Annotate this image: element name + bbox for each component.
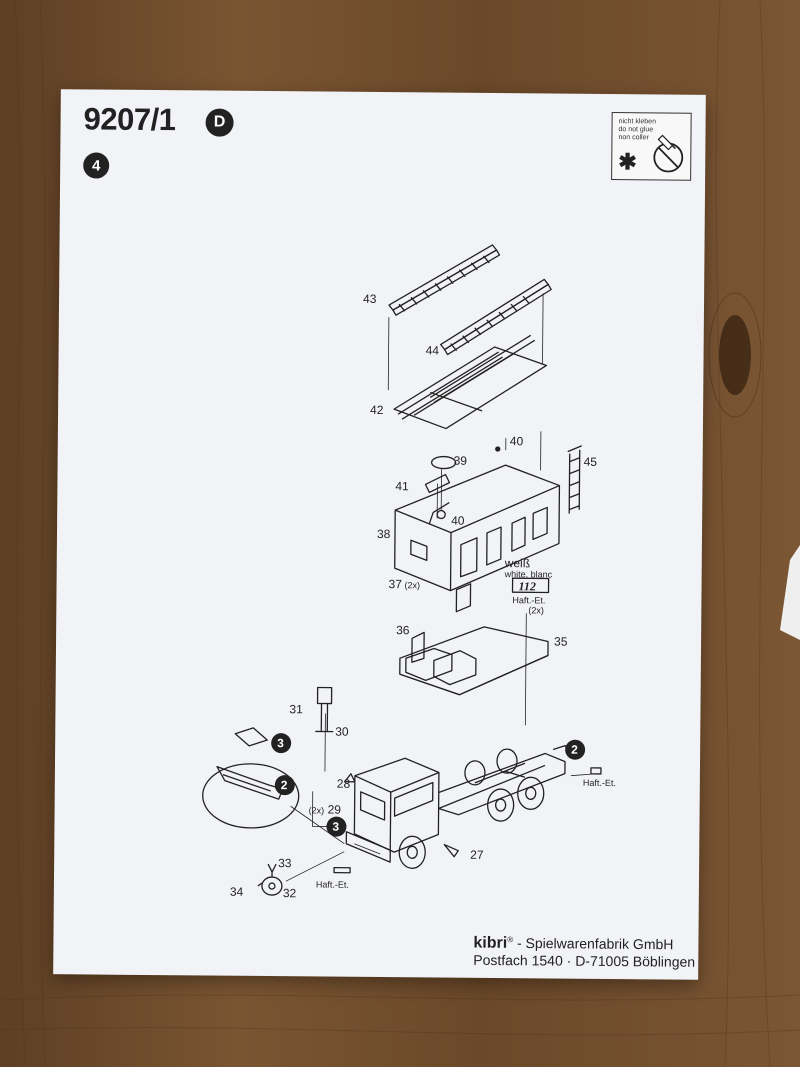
part-27: [443, 843, 459, 858]
instruction-sheet: 9207/1 D 4 nicht kleben do not glue non …: [53, 89, 706, 980]
roof-rack-part-42: [393, 334, 548, 430]
callout-35: 35: [554, 635, 568, 649]
callout-27: 27: [470, 848, 484, 862]
brand-logo: kibri: [473, 934, 508, 952]
truck-chassis: [345, 744, 572, 869]
callout-32: 32: [283, 886, 297, 900]
color-note-en-fr: white, blanc: [504, 569, 553, 579]
no-glue-box: nicht kleben do not glue non coller ✱: [611, 112, 692, 181]
callout-40-top: 40: [510, 434, 524, 448]
callout-34: 34: [230, 885, 244, 899]
color-note-de: weiß: [504, 556, 530, 570]
decal-quantity: (2x): [528, 605, 544, 615]
ladder-part-44: [440, 278, 552, 356]
no-glue-tube-icon: [653, 134, 684, 173]
substep-circle-3-lower: [326, 816, 347, 837]
substep-circle-2-right: [565, 739, 586, 760]
callout-37-quantity: (2x): [405, 580, 421, 590]
callout-42: 42: [370, 403, 384, 417]
callout-31: 31: [289, 702, 303, 716]
callout-38: 38: [377, 527, 391, 541]
decal-112-frame: [511, 577, 550, 594]
callout-45: 45: [584, 455, 598, 469]
callout-29: 29: [328, 803, 342, 817]
callout-41: 41: [395, 479, 409, 493]
manufacturer-footer: kibri® - Spielwarenfabrik GmbH Postfach …: [473, 931, 695, 971]
callout-43: 43: [363, 292, 377, 306]
callout-28: 28: [337, 777, 351, 791]
roof-hatch-part-39: [430, 455, 457, 470]
ladder-part-43: [388, 244, 501, 316]
decal-strip: [333, 866, 351, 874]
substep-label-3-lower: 3: [332, 820, 339, 834]
side-window-part-37: [455, 583, 472, 613]
decal-label-rear: Haft.-Et.: [583, 778, 616, 788]
beacon-lamp-part-31: [315, 686, 334, 733]
decal-number: 112: [518, 579, 535, 593]
decal-label: Haft.-Et.: [512, 595, 545, 605]
body-shell-part-38: [394, 464, 561, 592]
rear-ladder-part-45: [567, 445, 583, 514]
wheel-hub-parts: [257, 863, 283, 896]
callout-40-bottom: 40: [451, 514, 465, 528]
substep-label-3-upper: 3: [277, 736, 284, 750]
callout-39: 39: [454, 454, 468, 468]
company-address: Postfach 1540 · D-71005 Böblingen: [473, 951, 696, 970]
floor-part-35: [399, 626, 549, 696]
callout-33: 33: [278, 856, 292, 870]
callout-37: 37: [389, 577, 403, 591]
substep-label-2-left: 2: [281, 778, 288, 792]
callout-29-quantity: (2x): [309, 805, 325, 815]
substep-label-2-right: 2: [571, 743, 578, 757]
decal-label-front: Haft.-Et.: [316, 879, 349, 889]
assembly-diagram: 43 44 42 40 39 45 41 40 38 37 (2x) 36 35…: [202, 244, 616, 900]
callout-44: 44: [426, 343, 440, 357]
interior-part-36: [405, 647, 453, 682]
callout-36: 36: [396, 623, 410, 637]
callout-30: 30: [335, 725, 349, 739]
substep-circle-2-left: [274, 775, 295, 796]
substep-circle-3-upper: [271, 733, 292, 754]
company-name: - Spielwarenfabrik GmbH: [513, 934, 674, 953]
